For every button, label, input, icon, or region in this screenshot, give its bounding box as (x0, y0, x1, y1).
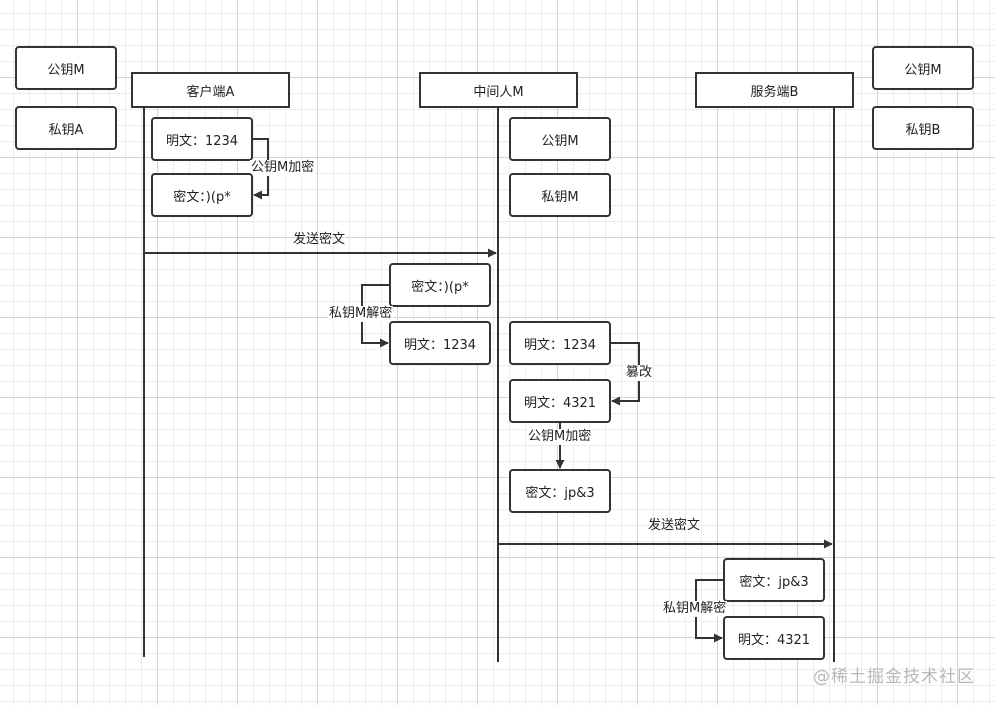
tamper-modified-box: 明文：4321 (509, 379, 611, 423)
server-plaintext-box: 明文：4321 (723, 616, 825, 660)
tamper-plaintext-box: 明文：1234 (509, 321, 611, 365)
lane-header-middle: 中间人M (419, 72, 578, 108)
middle-public-key-box: 公钥M (509, 117, 611, 161)
server-ciphertext-box: 密文：jp&3 (723, 558, 825, 602)
client-encrypt-label: 公钥M加密 (250, 160, 316, 176)
middle-private-key-box: 私钥M (509, 173, 611, 217)
intercept-ciphertext-box: 密文：)(p* (389, 263, 491, 307)
message-2-label: 发送密文 (648, 518, 701, 533)
client-ciphertext-box: 密文：)(p* (151, 173, 253, 217)
left-public-key-box: 公钥M (15, 46, 117, 90)
re-encrypt-label: 公钥M加密 (527, 429, 593, 445)
message-1-label: 发送密文 (293, 232, 346, 247)
server-decrypt-label: 私钥M解密 (662, 601, 728, 617)
client-plaintext-box: 明文：1234 (151, 117, 253, 161)
right-public-key-box: 公钥M (872, 46, 974, 90)
lane-header-server: 服务端B (695, 72, 854, 108)
intercept-plaintext-box: 明文：1234 (389, 321, 491, 365)
right-private-key-box: 私钥B (872, 106, 974, 150)
lane-header-client: 客户端A (131, 72, 290, 108)
left-private-key-box: 私钥A (15, 106, 117, 150)
tamper-label: 篡改 (625, 365, 654, 381)
intercept-decrypt-label: 私钥M解密 (328, 306, 394, 322)
watermark: @稀土掘金技术社区 (813, 667, 975, 687)
tamper-ciphertext-box: 密文：jp&3 (509, 469, 611, 513)
